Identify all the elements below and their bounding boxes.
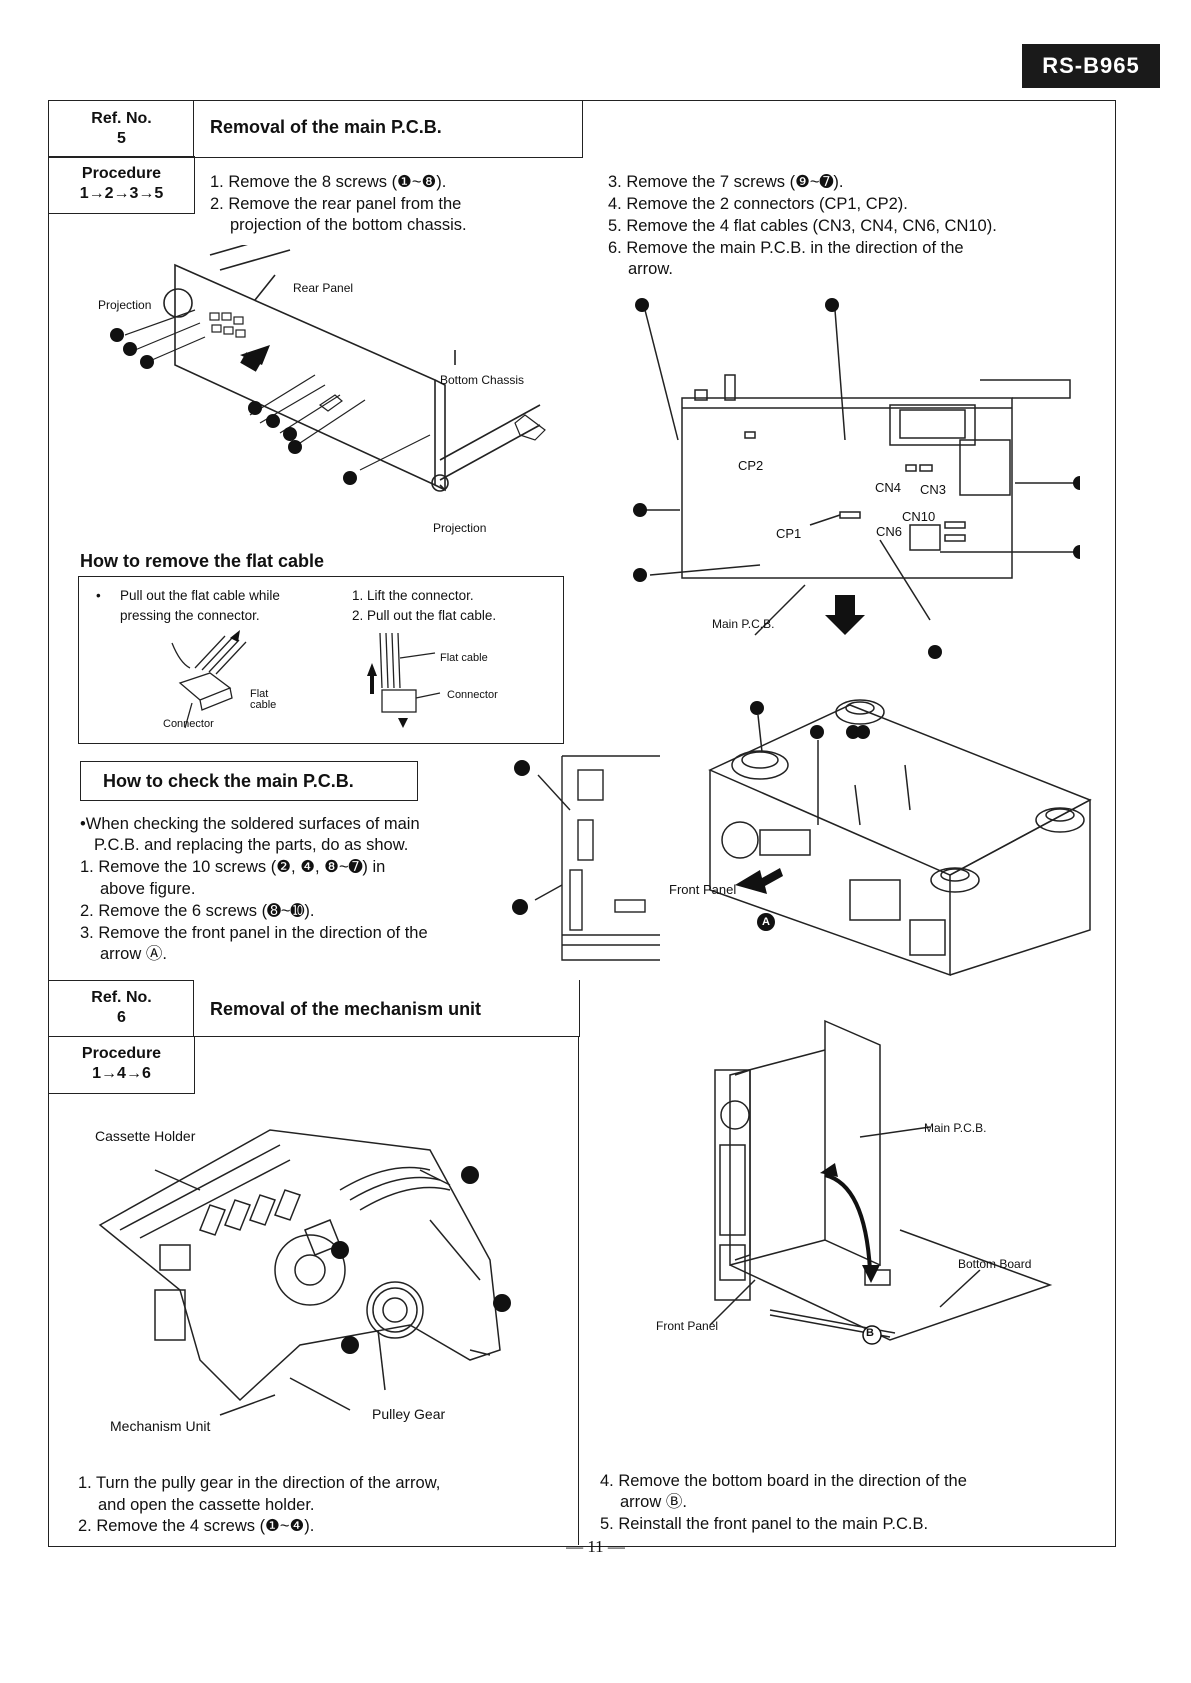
label-cassette-holder: Cassette Holder: [95, 1128, 196, 1144]
label-arrow-b: B: [866, 1327, 874, 1339]
center-divider: [578, 980, 579, 1545]
ref-no-value: 5: [117, 130, 126, 147]
check-line-2: P.C.B. and replacing the parts, do as sh…: [94, 836, 409, 854]
flat-cable-diagram: [171, 630, 441, 729]
ref-no-cell-5: Ref. No. 5: [48, 100, 195, 158]
label-mechanism-unit: Mechanism Unit: [110, 1418, 211, 1434]
label-front-panel-check: Front Panel: [669, 882, 737, 897]
label-bottom-chassis: Bottom Chassis: [440, 373, 525, 387]
label-cn4: CN4: [875, 480, 902, 495]
check-line-7: arrow Ⓐ.: [100, 945, 167, 963]
title-cell-6: [193, 980, 580, 1037]
check-pcb-heading: How to check the main P.C.B.: [103, 771, 354, 791]
unit-perspective-diagram: [708, 699, 1092, 977]
ref-no-label: Ref. No.: [91, 110, 152, 127]
label-projection-bottom: Projection: [433, 521, 487, 535]
rear-panel-diagram: [110, 245, 546, 492]
label-cn10: CN10: [902, 509, 936, 524]
label-pulley-gear: Pulley Gear: [372, 1406, 446, 1422]
label-flat-1: Flat: [250, 688, 269, 700]
section-title-6: Removal of the mechanism unit: [210, 999, 482, 1019]
step-5-6: 6. Remove the main P.C.B. in the directi…: [608, 239, 964, 257]
label-flat-cable-right: Flat cable: [440, 652, 488, 664]
procedure-label-6: Procedure: [81, 1045, 162, 1062]
ref-no-cell-6: Ref. No. 6: [48, 980, 195, 1037]
label-front-panel-6: Front Panel: [656, 1319, 719, 1333]
procedure-cell-5: Procedure 1→2→3→5: [48, 156, 195, 214]
title-cell-5: [193, 100, 583, 158]
check-line-1: •When checking the soldered surfaces of …: [80, 815, 420, 833]
ref-no-label-6: Ref. No.: [91, 989, 152, 1006]
flat-cable-left-2: pressing the connector.: [120, 608, 260, 623]
label-connector-left: Connector: [163, 718, 214, 730]
bottom-board-diagram: [709, 1019, 1053, 1345]
label-main-pcb-6: Main P.C.B.: [924, 1121, 987, 1135]
section-title-5: Removal of the main P.C.B.: [210, 117, 442, 137]
label-rear-panel: Rear Panel: [293, 281, 354, 295]
main-pcb-diagram: [633, 298, 1080, 659]
flat-cable-right-1: 1. Lift the connector.: [352, 588, 474, 603]
ref-no-value-6: 6: [117, 1009, 126, 1026]
flat-cable-box: [78, 576, 564, 744]
step-6-4b: arrow Ⓑ.: [620, 1493, 687, 1511]
step-5-1: 1. Remove the 8 screws (❶~❽).: [210, 173, 447, 191]
procedure-seq-6: 1→4→6: [92, 1065, 151, 1082]
label-cp1: CP1: [776, 526, 802, 541]
step-5-3: 3. Remove the 7 screws (❾~➐).: [608, 173, 844, 191]
step-6-2: 2. Remove the 4 screws (❶~❹).: [78, 1517, 315, 1535]
mechanism-unit-diagram: [98, 1129, 511, 1416]
label-connector-right: Connector: [447, 689, 498, 701]
model-badge: RS-B965: [1022, 44, 1160, 88]
flat-cable-bullet: •: [96, 588, 101, 603]
check-line-4: above figure.: [100, 880, 196, 898]
check-line-5: 2. Remove the 6 screws (➑~➓).: [80, 902, 315, 920]
check-line-6: 3. Remove the front panel in the directi…: [80, 924, 428, 942]
flat-cable-left-1: Pull out the flat cable while: [120, 588, 280, 603]
procedure-label: Procedure: [81, 165, 162, 182]
step-6-1: 1. Turn the pully gear in the direction …: [78, 1474, 441, 1492]
step-6-1b: and open the cassette holder.: [98, 1496, 315, 1514]
step-5-2: 2. Remove the rear panel from the: [210, 195, 462, 213]
label-cn6: CN6: [876, 524, 903, 539]
label-bottom-board: Bottom Board: [958, 1257, 1032, 1271]
label-arrow-a: A: [757, 913, 775, 931]
label-cn3: CN3: [920, 482, 947, 497]
procedure-cell-6: Procedure 1→4→6: [48, 1036, 195, 1094]
step-5-5: 5. Remove the 4 flat cables (CN3, CN4, C…: [608, 217, 997, 235]
step-6-5: 5. Reinstall the front panel to the main…: [600, 1515, 929, 1533]
label-projection-top: Projection: [98, 298, 152, 312]
side-section-diagram: [512, 755, 660, 961]
page-number: — 11 —: [566, 1537, 625, 1556]
procedure-seq: 1→2→3→5: [79, 185, 164, 202]
step-6-4: 4. Remove the bottom board in the direct…: [600, 1472, 967, 1490]
flat-cable-heading: How to remove the flat cable: [80, 551, 325, 571]
label-main-pcb: Main P.C.B.: [712, 617, 775, 631]
step-5-2b: projection of the bottom chassis.: [230, 216, 467, 234]
step-5-4: 4. Remove the 2 connectors (CP1, CP2).: [608, 195, 908, 213]
check-line-3: 1. Remove the 10 screws (❷, ❹, ❽~➐) in: [80, 858, 386, 876]
label-cp2: CP2: [738, 458, 764, 473]
label-flat-2: cable: [250, 699, 277, 711]
step-5-6b: arrow.: [628, 260, 673, 278]
check-pcb-heading-box: [80, 761, 418, 801]
flat-cable-right-2: 2. Pull out the flat cable.: [352, 608, 497, 623]
